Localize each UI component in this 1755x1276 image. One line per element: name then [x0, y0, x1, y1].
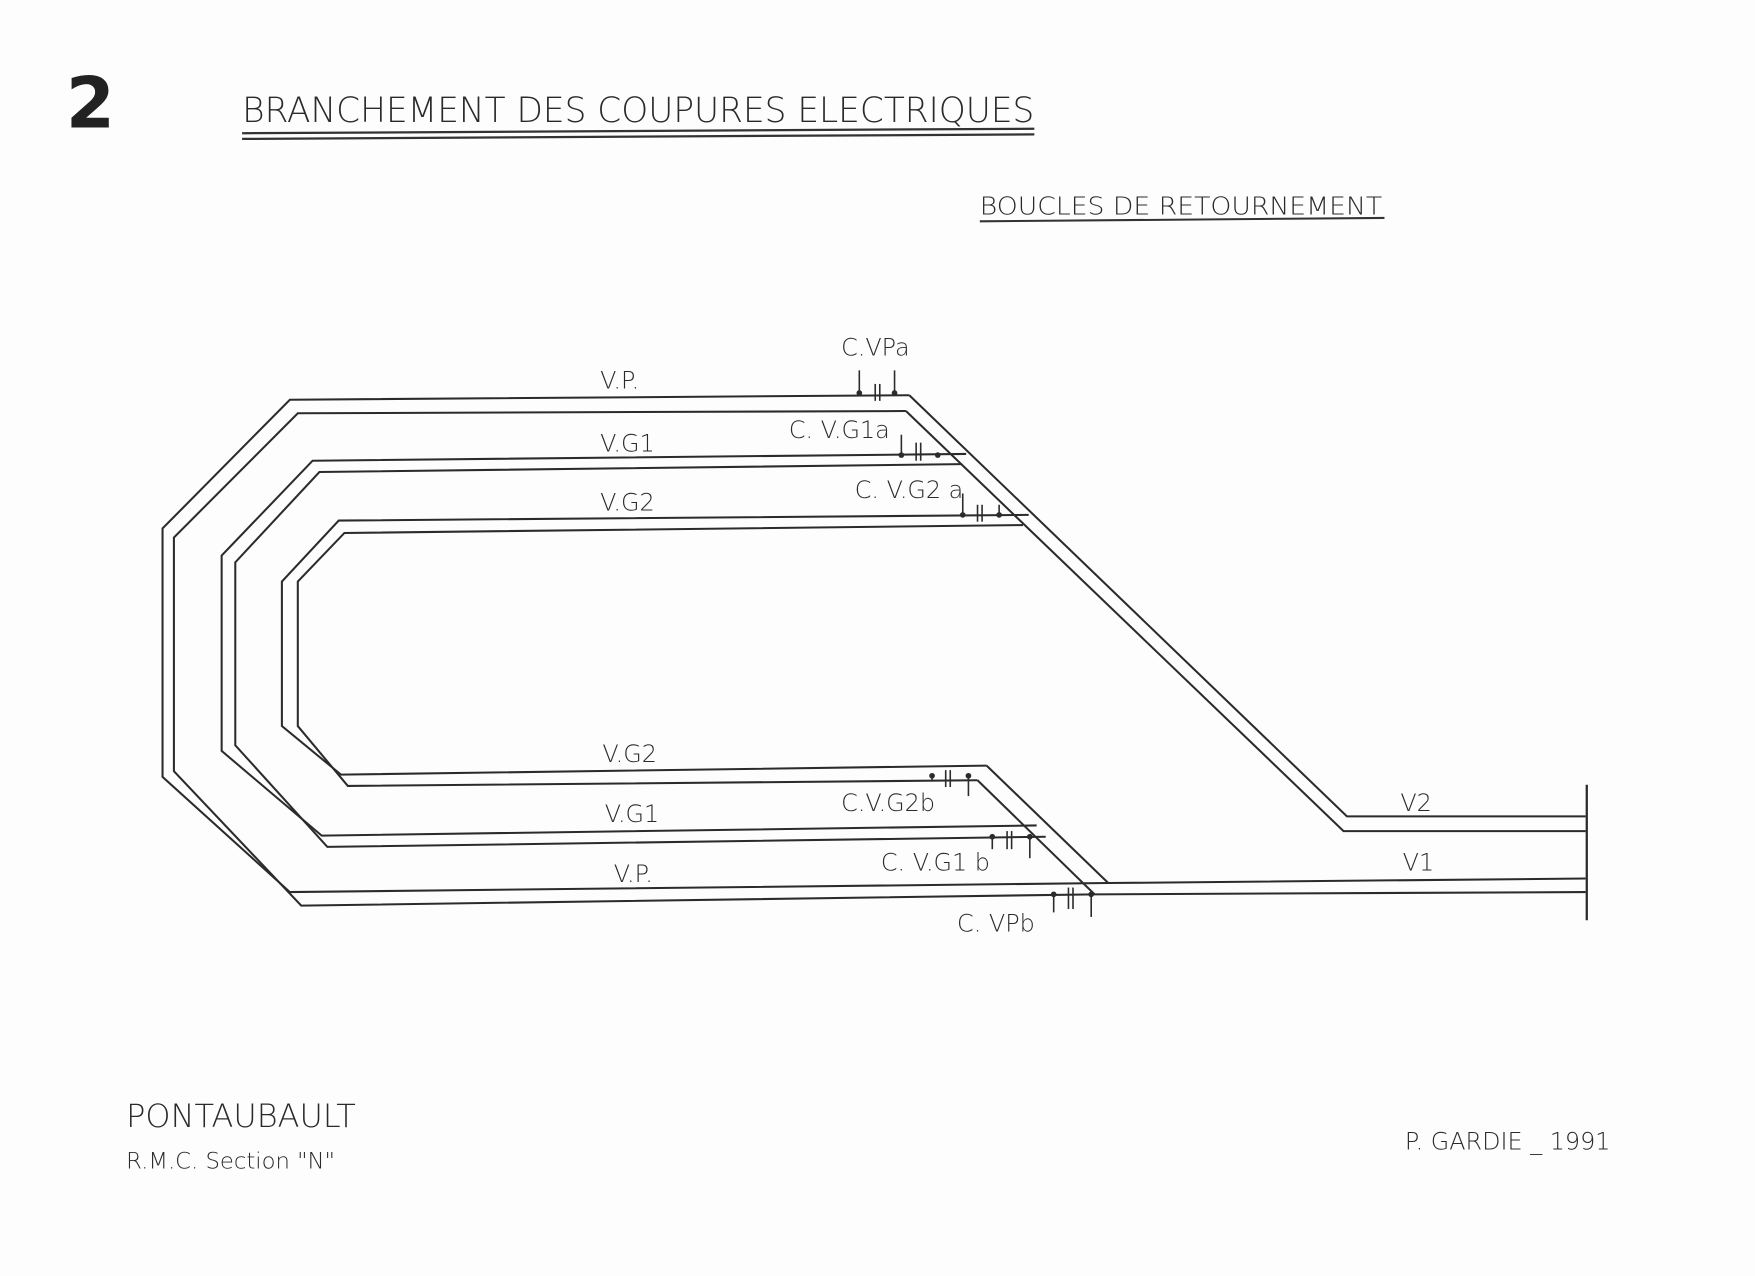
label-vg2-bottom: V.G2 — [602, 740, 657, 768]
label-cvpa: C.VPa — [841, 334, 910, 362]
cut-mark-vpa — [856, 370, 898, 401]
track-diagonal-outer — [908, 394, 1586, 818]
label-v2: V2 — [1400, 789, 1432, 817]
label-vg1-top: V.G1 — [600, 430, 655, 458]
cut-mark-vg1b — [989, 831, 1033, 859]
label-cvg1b: C. V.G1 b — [881, 849, 990, 877]
page-title: BRANCHEMENT DES COUPURES ELECTRIQUES — [242, 90, 1034, 131]
track-vg1-outer — [220, 452, 1037, 837]
label-cvg2a: C. V.G2 a — [855, 476, 964, 504]
cut-mark-vpb — [1050, 887, 1095, 917]
subtitle-underline — [979, 216, 1385, 223]
section-label: R.M.C. Section "N" — [126, 1149, 335, 1175]
cut-mark-vg1a — [898, 434, 941, 461]
label-cvpb: C. VPb — [957, 910, 1035, 938]
label-cvg2b: C.V.G2b — [841, 789, 935, 817]
sheet-number: 2 — [66, 63, 115, 145]
cut-mark-vg2b — [929, 770, 972, 797]
cut-mark-vg2a — [959, 493, 1002, 522]
track-bottom-diagonal-inner — [976, 779, 1096, 896]
track-vp-outer — [161, 394, 1586, 894]
label-vp-top: V.P. — [600, 367, 639, 395]
label-v1: V1 — [1403, 849, 1435, 877]
track-diagonal-inner — [905, 410, 1586, 833]
author-credit: P. GARDIE _ 1991 — [1405, 1128, 1611, 1156]
subtitle: BOUCLES DE RETOURNEMENT — [980, 192, 1382, 221]
label-vg1-bottom: V.G1 — [605, 800, 660, 828]
track-vg2-inner — [296, 524, 1024, 787]
label-vg2-top: V.G2 — [600, 488, 655, 516]
label-cvg1a: C. V.G1a — [789, 416, 890, 444]
track-bottom-diagonal-outer — [985, 764, 1109, 884]
title-underline — [242, 133, 1035, 141]
track-vg2-outer — [280, 513, 1029, 776]
label-vp-bottom: V.P. — [614, 860, 653, 888]
title-underline — [242, 127, 1035, 135]
place-name: PONTAUBAULT — [126, 1099, 356, 1135]
track-vg1-inner — [234, 463, 1046, 848]
